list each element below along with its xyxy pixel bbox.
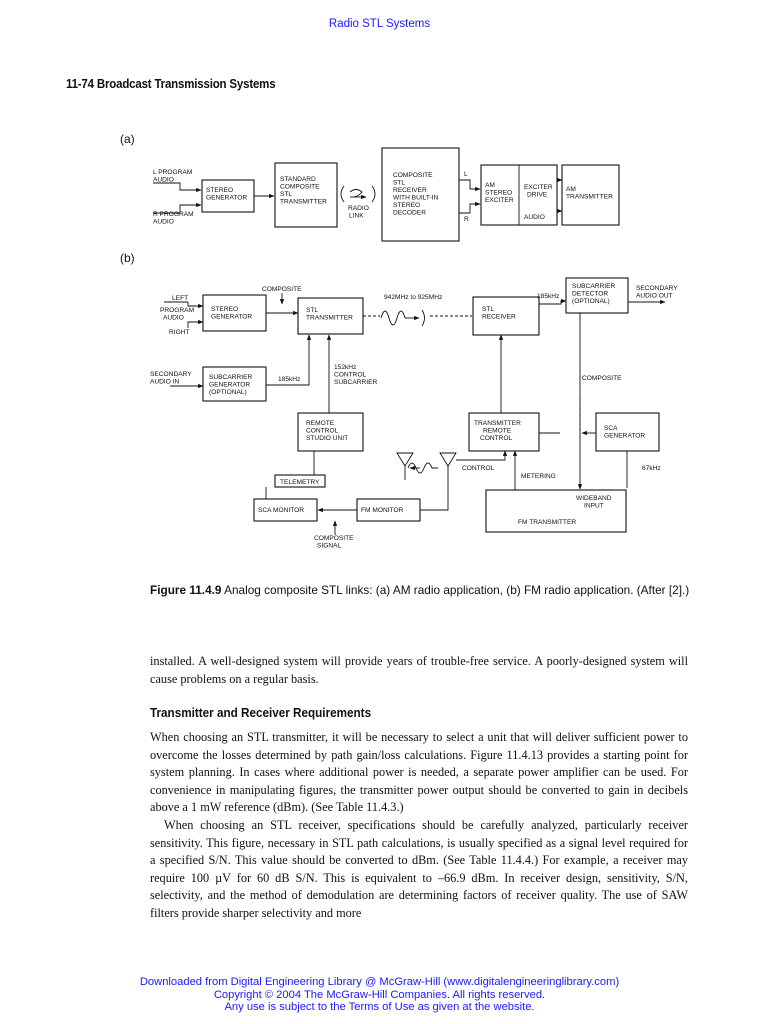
b-sca-monitor-label: SCA MONITOR [258, 507, 304, 514]
b-fm-monitor-label: FM MONITOR [361, 507, 404, 514]
b-subcarrier-generator-box [202, 366, 267, 402]
b-telemetry-box [274, 474, 326, 488]
footer-link-line[interactable]: Downloaded from Digital Engineering Libr… [139, 976, 620, 988]
b-composite-right-label: COMPOSITE [582, 375, 622, 382]
footer-terms-line[interactable]: Any use is subject to the Terms of Use a… [224, 1001, 535, 1013]
site-title-link[interactable]: Radio STL Systems [328, 18, 431, 30]
footer-copyright-line: Copyright © 2004 The McGraw-Hill Compani… [213, 988, 546, 1001]
b-telemetry-label: TELEMETRY [280, 479, 320, 486]
b-sca-monitor-box [253, 498, 318, 522]
paragraph-1: installed. A well-designed system will p… [150, 654, 688, 686]
a-audio-label: AUDIO [524, 214, 545, 221]
paragraph-2: When choosing an STL transmitter, it wil… [150, 730, 688, 815]
footer: Downloaded from Digital Engineering Libr… [0, 976, 759, 1014]
b-composite-top-label: COMPOSITE [262, 286, 302, 293]
b-67-label: 67kHz [642, 465, 661, 472]
a-am-transmitter-box [561, 164, 620, 226]
b-fm-transmitter-box [485, 489, 627, 533]
b-remote-control-box [297, 412, 364, 452]
section-heading: Transmitter and Receiver Requirements [150, 705, 372, 720]
b-185-top-label: 185kHz [537, 293, 559, 300]
figure-caption-text: Analog composite STL links: (a) AM radio… [221, 583, 690, 597]
b-sca-generator-box [595, 412, 660, 452]
a-composite-receiver-box [381, 147, 460, 242]
b-control-label: CONTROL [462, 465, 495, 472]
figure-caption: Figure 11.4.9 Analog composite STL links… [150, 582, 690, 598]
figure-caption-label: Figure 11.4.9 [150, 583, 222, 597]
panel-label-a: (a) [120, 132, 135, 146]
b-band-label: 942MHz to 925MHz [384, 294, 442, 301]
a-l-label: L [464, 171, 468, 178]
b-metering-label: METERING [521, 473, 556, 480]
b-left-label: LEFT [172, 295, 188, 302]
a-r-label: R [464, 216, 469, 223]
b-fm-transmitter-label: FM TRANSMITTER [518, 519, 576, 526]
a-standard-stl-box [274, 162, 338, 228]
running-head: 11-74 Broadcast Transmission Systems [66, 77, 276, 91]
panel-label-b: (b) [120, 251, 135, 265]
b-185-label: 185kHz [278, 376, 300, 383]
paragraph-3: When choosing an STL receiver, specifica… [150, 818, 688, 920]
b-stl-receiver-box [472, 296, 540, 336]
b-subcarrier-detector-box [565, 277, 629, 314]
b-right-label: RIGHT [169, 329, 190, 336]
